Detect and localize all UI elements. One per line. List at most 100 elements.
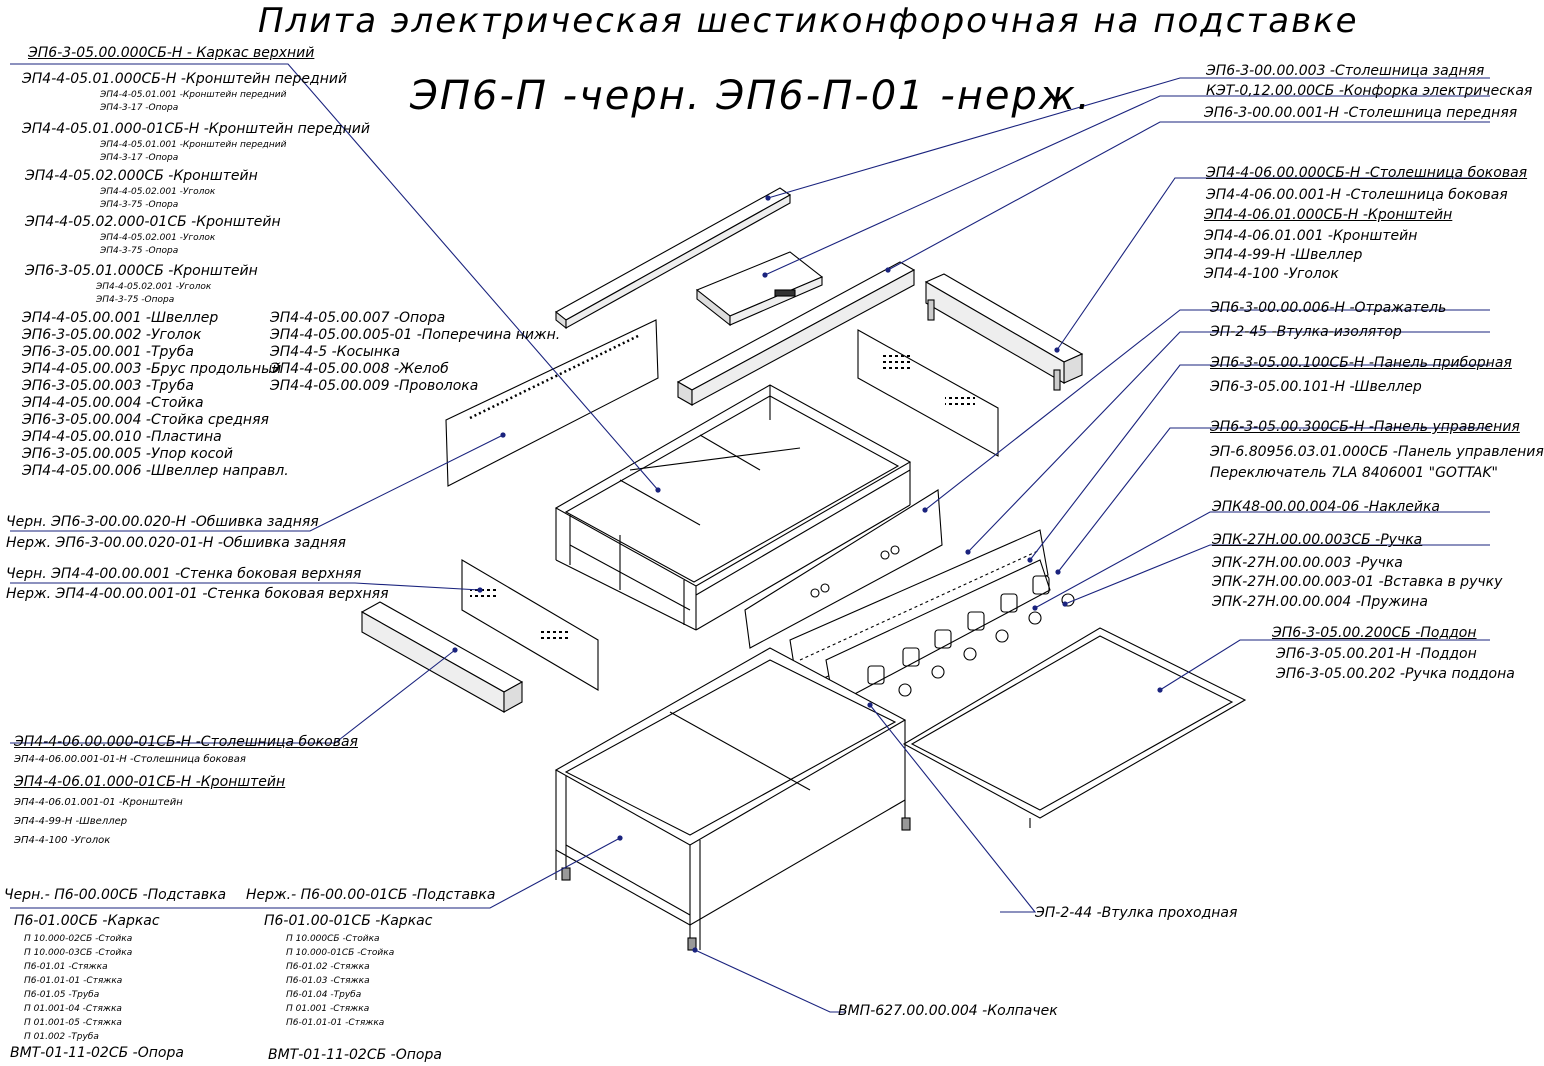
drip-tray-part: [902, 627, 1247, 828]
label-panel-upravleniya: ЭП6-3-05.00.300СБ-Н -Панель управления: [1210, 419, 1520, 435]
label-kronshtein-1: ЭП4-4-05.01.000СБ-Н -Кронштейн передний: [22, 71, 348, 87]
mid-list-item: ЭП4-4-5 -Косынка: [270, 344, 401, 360]
left-list-item: ЭП6-3-05.00.001 -Труба: [22, 344, 194, 360]
label-pereklyuchatel: Переключатель 7LA 8406001 "GOTTAK": [1210, 465, 1498, 481]
stand-part: [554, 647, 911, 951]
left-list-item: ЭП4-4-05.00.006 -Швеллер направл.: [22, 463, 289, 479]
label-stenka-chern: Черн. ЭП4-4-00.00.001 -Стенка боковая ве…: [6, 566, 362, 582]
left-list-item: ЭП6-3-05.00.004 -Стойка средняя: [22, 412, 269, 428]
label-kronshtein-1-a: ЭП4-4-05.01.001 -Кронштейн передний: [100, 90, 287, 100]
label-kronshtein-4: ЭП4-4-05.02.000-01СБ -Кронштейн: [25, 214, 281, 230]
karkas-2-item: П6-01.03 -Стяжка: [286, 976, 370, 986]
left-list-item: ЭП6-3-05.00.003 -Труба: [22, 378, 194, 394]
label-ruchka: ЭПК-27Н.00.00.003СБ -Ручка: [1212, 532, 1423, 548]
label-stoleshnitsa-bokovaya-01: ЭП4-4-06.00.000-01СБ-Н -Столешница боков…: [14, 734, 358, 750]
drawing-title: Плита электрическая шестиконфорочная на …: [258, 1, 1359, 41]
label-pruzhina: ЭПК-27Н.00.00.004 -Пружина: [1212, 594, 1428, 610]
karkas-1-item: П 01.002 -Труба: [24, 1032, 99, 1042]
front-tabletop-part: [676, 261, 916, 406]
label-vstavka: ЭПК-27Н.00.00.003-01 -Вставка в ручку: [1212, 574, 1503, 590]
label-kronshtein-3-a: ЭП4-4-05.02.001 -Уголок: [100, 187, 216, 197]
leader-lines: [10, 63, 1490, 1013]
label-podstavka-chern: Черн.- П6-00.00СБ -Подставка: [4, 887, 227, 903]
label-kronshtein-5-b: ЭП4-3-75 -Опора: [96, 295, 175, 305]
label-shveller-panel: ЭП6-3-05.00.101-Н -Швеллер: [1210, 379, 1422, 395]
label-podstavka-nerzh: Нерж.- П6-00.00-01СБ -Подставка: [246, 887, 496, 903]
label-kolpachek: ВМП-627.00.00.004 -Колпачек: [838, 1003, 1058, 1019]
label-kronshtein-5: ЭП6-3-05.01.000СБ -Кронштейн: [25, 263, 258, 279]
label-kronshtein-4-a: ЭП4-4-05.02.001 -Уголок: [100, 233, 216, 243]
exploded-assembly-drawing: [10, 63, 1490, 1013]
label-kronshtein-r: ЭП4-4-06.01.000СБ-Н -Кронштейн: [1204, 207, 1453, 223]
karkas-1-item: П 01.001-05 -Стяжка: [24, 1018, 122, 1028]
label-vtulka-izolyator: ЭП-2-45 -Втулка-изолятор: [1210, 324, 1402, 340]
mid-list-item: ЭП4-4-05.00.009 -Проволока: [270, 378, 479, 394]
side-wall-left-part: [461, 559, 599, 691]
karkas-2-item: П6-01.01-01 -Стяжка: [286, 1018, 385, 1028]
label-otrazhatel: ЭП6-3-00.00.006-Н -Отражатель: [1210, 300, 1447, 316]
mid-list-item: ЭП4-4-05.00.005-01 -Поперечина нижн.: [270, 327, 561, 343]
label-kronshtein-4-b: ЭП4-3-75 -Опора: [100, 246, 179, 256]
label-kronshtein-1-b: ЭП4-3-17 -Опора: [100, 103, 179, 113]
karkas-2-item: П6-01.02 -Стяжка: [286, 962, 370, 972]
label-opora-1: ВМТ-01-11-02СБ -Опора: [10, 1045, 184, 1061]
label-panel-pribornaya: ЭП6-3-05.00.100СБ-Н -Панель приборная: [1210, 355, 1512, 371]
karkas-2-item: П6-01.04 -Труба: [286, 990, 362, 1000]
rear-cladding-part: [445, 319, 659, 487]
label-kronshtein-2-a: ЭП4-4-05.01.001 -Кронштейн передний: [100, 140, 287, 150]
label-poddon-a: ЭП6-3-05.00.201-Н -Поддон: [1276, 646, 1477, 662]
label-kronshtein-01-b: ЭП4-4-99-Н -Швеллер: [14, 816, 128, 827]
hotplate-part: [695, 251, 824, 327]
left-list-item: ЭП4-4-05.00.001 -Швеллер: [22, 310, 219, 326]
left-list-item: ЭП6-3-05.00.005 -Упор косой: [22, 446, 233, 462]
label-kronshtein-01: ЭП4-4-06.01.000-01СБ-Н -Кронштейн: [14, 774, 286, 790]
side-tabletop-right-part: [924, 273, 1084, 391]
label-kronshtein-5-a: ЭП4-4-05.02.001 -Уголок: [96, 282, 212, 292]
label-obshivka-nerzh: Нерж. ЭП6-3-00.00.020-01-Н -Обшивка задн…: [6, 535, 346, 551]
side-tabletop-left-part: [360, 601, 524, 713]
karkas-2-item: П 01.001 -Стяжка: [286, 1004, 370, 1014]
label-ugolok-r: ЭП4-4-100 -Уголок: [1204, 266, 1339, 282]
label-stenka-nerzh: Нерж. ЭП4-4-00.00.001-01 -Стенка боковая…: [6, 586, 389, 602]
upper-frame-part: [554, 384, 912, 631]
karkas-1-item: П 10.000-02СБ -Стойка: [24, 934, 133, 944]
label-obshivka-chern: Черн. ЭП6-3-00.00.020-Н -Обшивка задняя: [6, 514, 319, 530]
label-panel-upravleniya-a: ЭП-6.80956.03.01.000СБ -Панель управлени…: [1210, 444, 1544, 460]
label-kronshtein-01-c: ЭП4-4-100 -Уголок: [14, 835, 111, 846]
diagram-page: Плита электрическая шестиконфорочная на …: [4, 1, 1544, 1063]
label-opora-2: ВМТ-01-11-02СБ -Опора: [268, 1047, 442, 1063]
leader-dots: [452, 195, 1163, 953]
mid-list-item: ЭП4-4-05.00.008 -Желоб: [270, 361, 449, 377]
label-stoleshnitsa-bokovaya-01-a: ЭП4-4-06.00.001-01-Н -Столешница боковая: [14, 754, 246, 765]
left-list-item: ЭП6-3-05.00.002 -Уголок: [22, 327, 202, 343]
label-vtulka-prokhodnaya: ЭП-2-44 -Втулка проходная: [1035, 905, 1238, 921]
label-shveller-r: ЭП4-4-99-Н -Швеллер: [1204, 247, 1363, 263]
mid-list-item: ЭП4-4-05.00.007 -Опора: [270, 310, 446, 326]
label-kronshtein-3-b: ЭП4-3-75 -Опора: [100, 200, 179, 210]
label-karkas-2: П6-01.00-01СБ -Каркас: [264, 913, 433, 929]
left-list-item: ЭП4-4-05.00.004 -Стойка: [22, 395, 204, 411]
label-stoleshnitsa-zadnyaya: ЭП6-3-00.00.003 -Столешница задняя: [1206, 63, 1485, 79]
label-kronshtein-2-b: ЭП4-3-17 -Опора: [100, 153, 179, 163]
karkas-1-item: П6-01.05 -Труба: [24, 990, 100, 1000]
karkas-1-item: П6-01.01-01 -Стяжка: [24, 976, 123, 986]
label-stoleshnitsa-bokovaya-a: ЭП4-4-06.00.001-Н -Столешница боковая: [1206, 187, 1508, 203]
karkas-2-item: П 10.000-01СБ -Стойка: [286, 948, 395, 958]
label-ruchka-poddona: ЭП6-3-05.00.202 -Ручка поддона: [1276, 666, 1515, 682]
left-list-item: ЭП4-4-05.00.010 -Пластина: [22, 429, 222, 445]
karkas-1-item: П 01.001-04 -Стяжка: [24, 1004, 122, 1014]
label-stoleshnitsa-bokovaya: ЭП4-4-06.00.000СБ-Н -Столешница боковая: [1206, 165, 1528, 181]
label-kronshtein-3: ЭП4-4-05.02.000СБ -Кронштейн: [25, 168, 258, 184]
label-nakleika: ЭПК48-00.00.004-06 -Наклейка: [1212, 499, 1440, 515]
karkas-2-item: П 10.000СБ -Стойка: [286, 934, 380, 944]
label-karkas-verkhniy: ЭП6-3-05.00.000СБ-Н - Каркас верхний: [28, 45, 315, 61]
rear-tabletop-part: [555, 187, 792, 330]
left-list-item: ЭП4-4-05.00.003 -Брус продольный: [22, 361, 282, 377]
side-wall-right-part: [857, 329, 999, 457]
drawing-subtitle: ЭП6-П -черн. ЭП6-П-01 -нерж.: [410, 73, 1092, 119]
label-kronshtein-01-a: ЭП4-4-06.01.001-01 -Кронштейн: [14, 797, 183, 808]
label-karkas-1: П6-01.00СБ -Каркас: [14, 913, 160, 929]
label-kronshtein-r-a: ЭП4-4-06.01.001 -Кронштейн: [1204, 228, 1418, 244]
label-kronshtein-2: ЭП4-4-05.01.000-01СБ-Н -Кронштейн передн…: [22, 121, 370, 137]
label-konforka: КЭТ-0,12.00.00СБ -Конфорка электрическая: [1206, 83, 1533, 99]
